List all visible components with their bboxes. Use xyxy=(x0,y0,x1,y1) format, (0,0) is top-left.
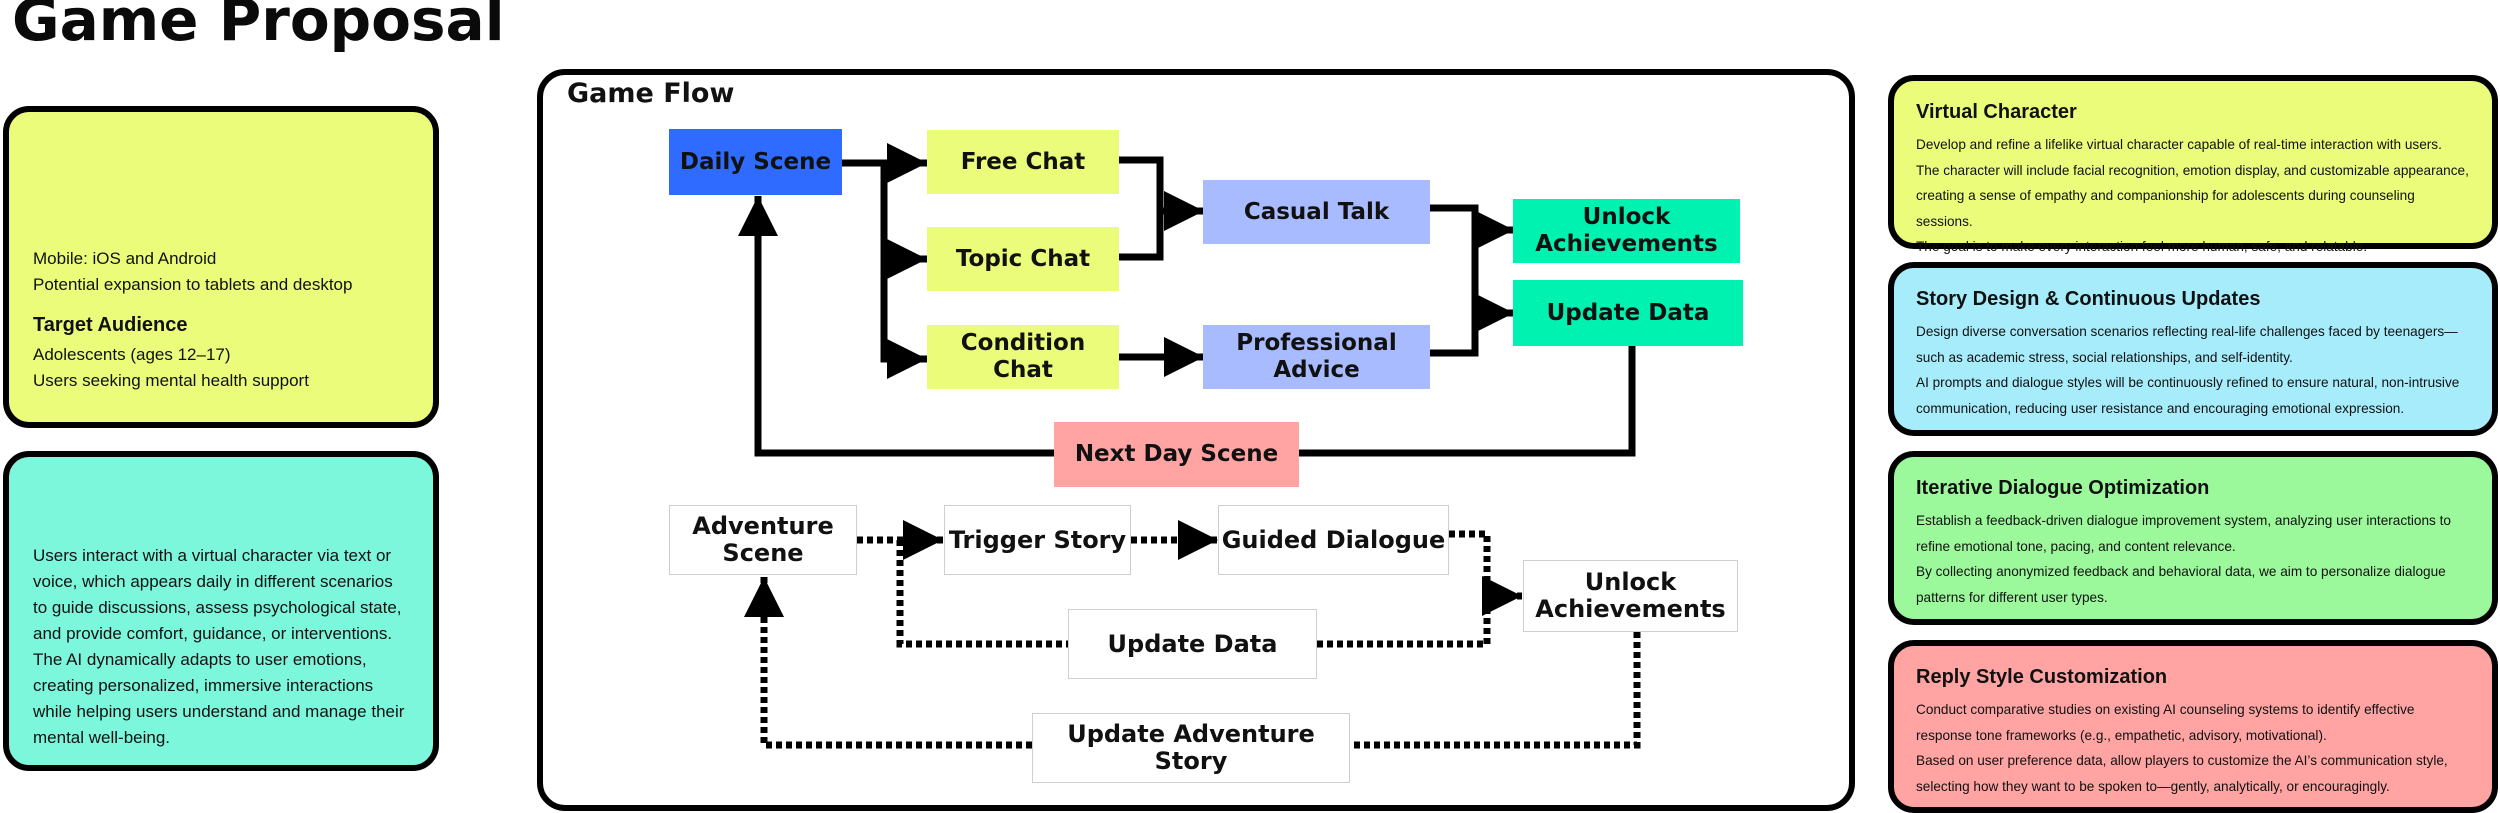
card-text: AI prompts and dialogue styles will be c… xyxy=(1916,375,2460,390)
node-topic-chat: Topic Chat xyxy=(927,227,1119,291)
card-text: such as academic stress, social relation… xyxy=(1916,349,2293,365)
node-adventure-scene: Adventure Scene xyxy=(669,505,857,575)
arrow-update-story-to-adventure xyxy=(744,577,1032,749)
arrow-next-day-to-daily xyxy=(738,196,1054,457)
node-condition-chat: Condition Chat xyxy=(927,325,1119,389)
summary-line: mental well-being. xyxy=(33,728,171,747)
platform-expansion: Potential expansion to tablets and deskt… xyxy=(33,275,353,294)
adv-unlock-line1: Unlock xyxy=(1584,568,1677,596)
target-audience-heading: Target Audience xyxy=(33,314,188,336)
dialogue-optimization-heading: Iterative Dialogue Optimization xyxy=(1916,477,2210,499)
professional-advice-line1: Professional xyxy=(1236,330,1397,356)
story-design-card: Story Design & Continuous Updates Design… xyxy=(1888,262,2498,436)
card-text: Conduct comparative studies on existing … xyxy=(1916,702,2415,717)
summary-line: creating personalized, immersive interac… xyxy=(33,676,374,695)
card-text: selecting how they want to be spoken to—… xyxy=(1916,778,2390,794)
line-adventure-branch-down xyxy=(896,540,1068,648)
arrow-free-chat-to-casual xyxy=(1118,156,1204,231)
story-design-heading: Story Design & Continuous Updates xyxy=(1916,288,2261,310)
node-daily-scene: Daily Scene xyxy=(669,129,842,195)
card-text: Design diverse conversation scenarios re… xyxy=(1916,324,2458,339)
gameplay-summary-card: Users interact with a virtual character … xyxy=(3,451,439,771)
summary-line: voice, which appears daily in different … xyxy=(33,572,393,591)
card-text: Establish a feedback-driven dialogue imp… xyxy=(1916,513,2451,528)
page-title: Game Proposal xyxy=(12,0,505,54)
card-text: refine emotional tone, pacing, and conte… xyxy=(1916,538,2236,554)
card-text: The goal is to make every interaction fe… xyxy=(1916,239,2368,254)
card-text: response tone frameworks (e.g., empathet… xyxy=(1916,727,2327,743)
card-text: communication, reducing user resistance … xyxy=(1916,400,2405,416)
card-text: Develop and refine a lifelike virtual ch… xyxy=(1916,137,2442,152)
virtual-character-heading: Virtual Character xyxy=(1916,101,2077,123)
reply-style-heading: Reply Style Customization xyxy=(1916,666,2168,688)
arrow-topic-chat-to-casual xyxy=(1118,211,1164,261)
main-flow-arrows xyxy=(738,143,1636,457)
virtual-character-card: Virtual Character Develop and refine a l… xyxy=(1888,75,2498,254)
adventure-scene-line1: Adventure xyxy=(692,512,834,540)
audience-users: Users seeking mental health support xyxy=(33,371,309,390)
adv-unlock-line2: Achievements xyxy=(1535,595,1726,623)
line-unlock-to-update-story xyxy=(1350,632,1641,749)
card-text: Based on user preference data, allow pla… xyxy=(1916,753,2448,768)
node-free-chat: Free Chat xyxy=(927,130,1119,194)
arrow-guided-to-unlock xyxy=(1449,530,1522,616)
game-flow-title: Game Flow xyxy=(567,78,735,109)
line-update-to-next-day xyxy=(1299,345,1636,457)
dialogue-optimization-card: Iterative Dialogue Optimization Establis… xyxy=(1888,451,2498,625)
node-guided-dialogue: Guided Dialogue xyxy=(1218,505,1449,575)
card-text: creating a sense of empathy and companio… xyxy=(1916,188,2415,229)
card-text: By collecting anonymized feedback and be… xyxy=(1916,564,2446,579)
summary-line: to guide discussions, assess psychologic… xyxy=(33,598,402,617)
node-trigger-story: Trigger Story xyxy=(944,505,1131,575)
node-update-adventure-story: Update Adventure Story xyxy=(1032,713,1350,783)
adventure-flow-arrows xyxy=(744,520,1641,749)
arrow-professional-to-update xyxy=(1430,293,1514,357)
card-text: patterns for different user types. xyxy=(1916,589,2108,605)
unlock-achievements-line1: Unlock xyxy=(1582,204,1671,230)
summary-line: and provide comfort, guidance, or interv… xyxy=(33,624,393,643)
professional-advice-line2: Advice xyxy=(1273,357,1360,383)
node-professional-advice: Professional Advice xyxy=(1203,325,1430,389)
node-next-day-scene: Next Day Scene xyxy=(1054,422,1299,487)
node-unlock-achievements: Unlock Achievements xyxy=(1513,199,1740,263)
summary-line: The AI dynamically adapts to user emotio… xyxy=(33,650,367,669)
arrow-casual-to-unlock xyxy=(1430,204,1514,250)
node-update-data: Update Data xyxy=(1513,280,1743,346)
arrow-daily-to-condition-chat xyxy=(880,259,927,379)
adventure-scene-line2: Scene xyxy=(722,539,804,567)
arrow-daily-to-topic-chat xyxy=(880,163,927,279)
node-adv-update-data: Update Data xyxy=(1068,609,1317,679)
summary-line: Users interact with a virtual character … xyxy=(33,546,392,565)
platform-mobile: Mobile: iOS and Android xyxy=(33,249,217,268)
audience-adolescents: Adolescents (ages 12–17) xyxy=(33,345,231,364)
card-text: The character will include facial recogn… xyxy=(1916,162,2469,178)
node-adv-unlock-achievements: Unlock Achievements xyxy=(1523,560,1738,632)
line-update-data-to-unlock xyxy=(1317,596,1491,648)
reply-style-card: Reply Style Customization Conduct compar… xyxy=(1888,640,2498,813)
platform-audience-card: Mobile: iOS and Android Potential expans… xyxy=(3,106,439,428)
summary-line: while helping users understand and manag… xyxy=(33,702,405,721)
node-casual-talk: Casual Talk xyxy=(1203,180,1430,244)
unlock-achievements-line2: Achievements xyxy=(1535,231,1718,257)
